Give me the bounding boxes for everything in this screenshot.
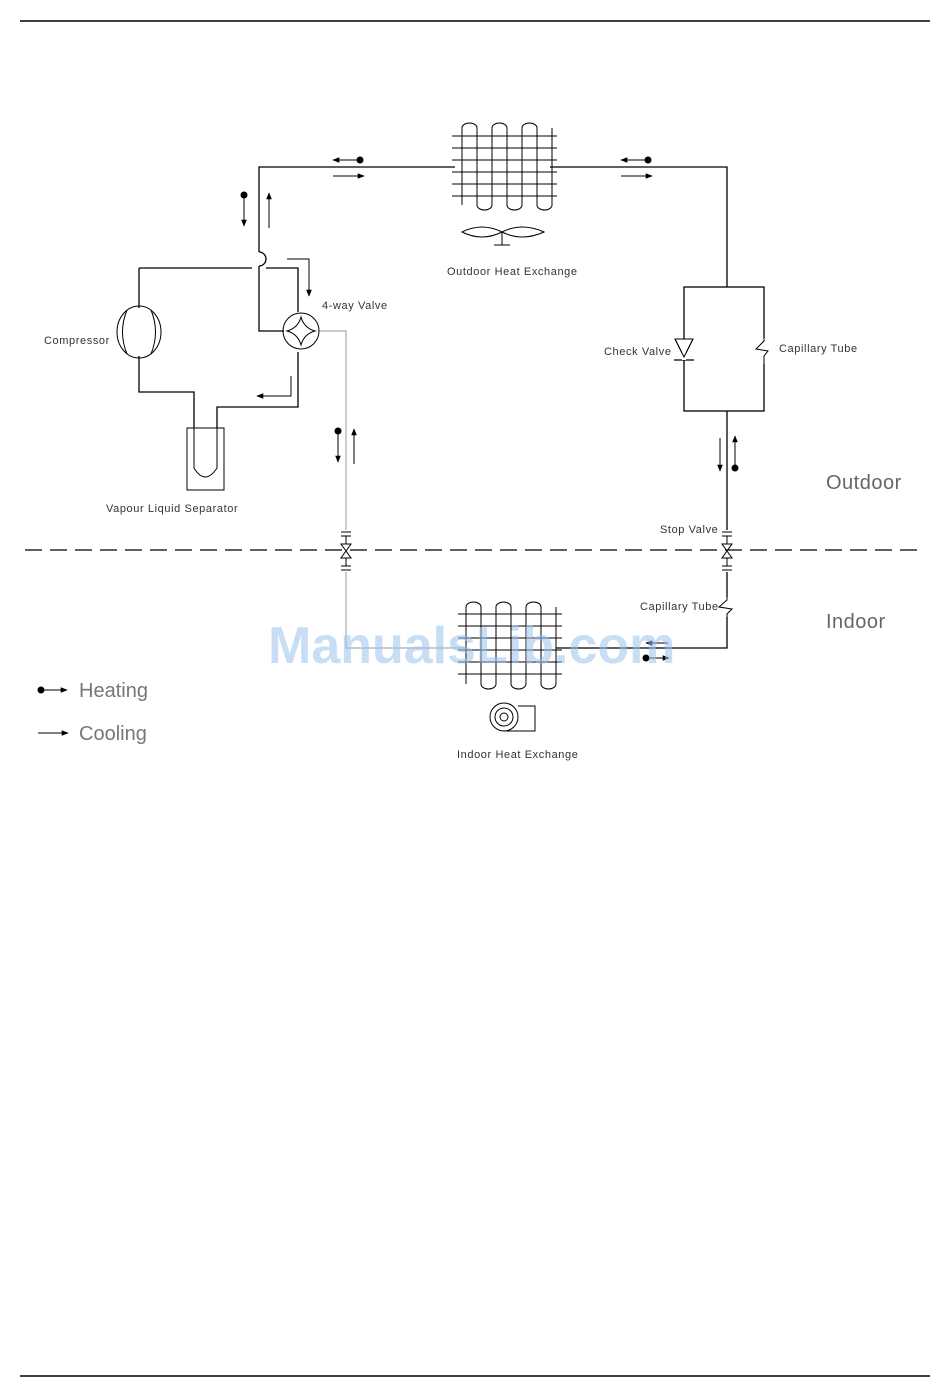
label-capillary-tube-outdoor: Capillary Tube xyxy=(779,343,858,355)
legend-cooling-label: Cooling xyxy=(79,723,147,745)
label-outdoor-heat-exchange: Outdoor Heat Exchange xyxy=(447,266,578,278)
flow-arrows xyxy=(241,157,739,662)
vapour-liquid-separator-icon xyxy=(187,428,224,490)
indoor-blower-icon xyxy=(490,703,535,731)
label-check-valve: Check Valve xyxy=(604,346,672,358)
label-four-way-valve: 4-way Valve xyxy=(322,300,388,312)
legend-heating-label: Heating xyxy=(79,680,148,702)
check-valve-box xyxy=(674,287,768,411)
label-indoor: Indoor xyxy=(826,611,886,633)
label-vapour-liquid-separator: Vapour Liquid Separator xyxy=(106,503,238,515)
stop-valve-right xyxy=(722,532,732,570)
four-way-valve-icon xyxy=(283,313,319,349)
outdoor-fan-icon xyxy=(462,227,544,245)
label-stop-valve: Stop Valve xyxy=(660,524,718,536)
legend-heating-icon xyxy=(38,687,68,694)
capillary-tube-indoor-icon xyxy=(719,597,732,617)
label-outdoor: Outdoor xyxy=(826,472,902,494)
label-compressor: Compressor xyxy=(44,335,110,347)
label-indoor-heat-exchange: Indoor Heat Exchange xyxy=(457,749,578,761)
compressor-icon xyxy=(117,306,161,358)
legend: Heating Cooling xyxy=(38,680,148,745)
capillary-tube-outdoor-icon xyxy=(756,338,768,364)
pipework xyxy=(139,167,727,648)
watermark: ManualsLib.com xyxy=(268,617,675,675)
outdoor-heat-exchanger xyxy=(452,123,557,245)
label-capillary-tube-indoor: Capillary Tube xyxy=(640,601,719,613)
check-valve-icon xyxy=(674,339,694,360)
stop-valve-left xyxy=(341,532,351,570)
